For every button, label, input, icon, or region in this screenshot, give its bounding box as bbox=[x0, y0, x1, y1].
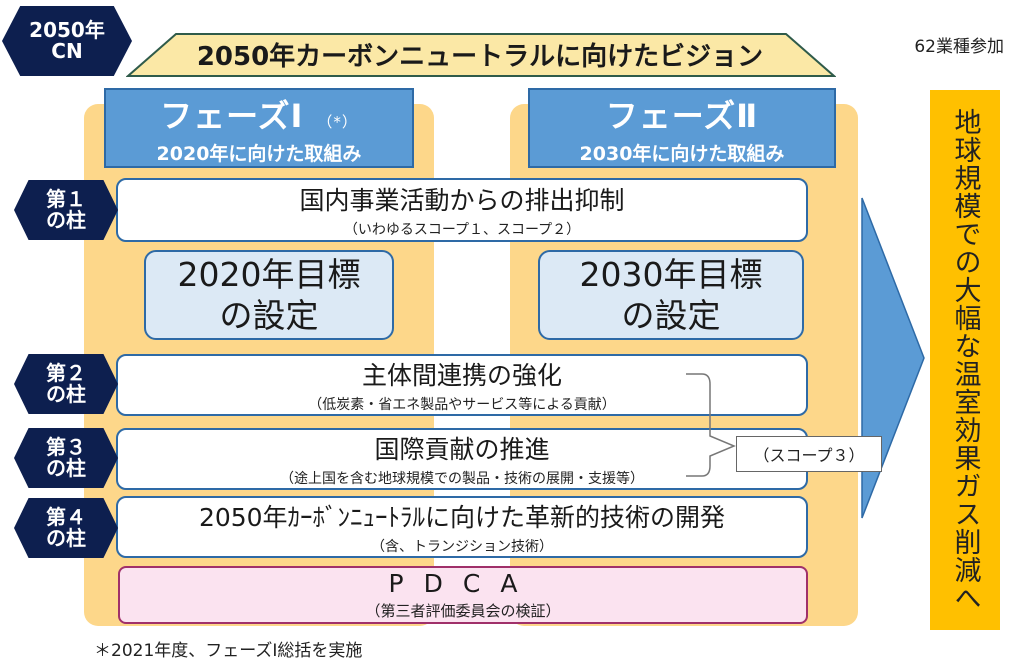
pillar2-badge: 第２ の柱 bbox=[14, 354, 118, 414]
pillar2-bar: 主体間連携の強化 （低炭素・省エネ製品やサービス等による貢献） bbox=[116, 354, 808, 416]
badge-line2: CN bbox=[51, 39, 83, 63]
phase1-subtitle: 2020年に向けた取組み bbox=[156, 142, 362, 165]
pillar4-bar: 2050年ｶｰﾎﾞﾝﾆｭｰﾄﾗﾙに向けた革新的技術の開発 （含、トランジション技… bbox=[116, 496, 808, 558]
target-2020-line2: の設定 bbox=[219, 296, 319, 335]
target-2020-line1: 2020年目標 bbox=[177, 254, 361, 294]
footnote: ＊2021年度、フェーズⅠ総括を実施 bbox=[94, 641, 363, 661]
pdca-title: PDCA bbox=[388, 569, 538, 598]
pillar1-title: 国内事業活動からの排出抑制 bbox=[299, 186, 625, 215]
scope3-label: （スコープ３） bbox=[736, 436, 882, 472]
phase2-subtitle: 2030年に向けた取組み bbox=[579, 142, 785, 165]
pillar1-bar: 国内事業活動からの排出抑制 （いわゆるスコープ１、スコープ２） bbox=[116, 178, 808, 242]
phase1-title: フェーズⅠ bbox=[160, 96, 304, 135]
pdca-sub: （第三者評価委員会の検証） bbox=[365, 602, 561, 620]
phase2-title: フェーズⅡ bbox=[605, 96, 759, 135]
pillar3-title: 国際貢献の推進 bbox=[374, 435, 550, 464]
pillar4-badge: 第４ の柱 bbox=[14, 498, 118, 558]
pillar2-title: 主体間連携の強化 bbox=[361, 361, 562, 390]
target-2030-line2: の設定 bbox=[621, 296, 721, 335]
phase1-mark: （*） bbox=[317, 112, 358, 131]
pillar3-sub: （途上国を含む地球規模での製品・技術の展開・支援等） bbox=[280, 471, 644, 487]
pillar1-badge: 第１ の柱 bbox=[14, 180, 118, 240]
pillar4-badge-line2: の柱 bbox=[46, 526, 86, 550]
badge-line1: 2050年 bbox=[29, 18, 105, 42]
roof-shape bbox=[126, 33, 836, 77]
phase2-header: フェーズⅡ 2030年に向けた取組み bbox=[528, 88, 836, 168]
pillar1-badge-line1: 第１ bbox=[46, 187, 86, 211]
pillar3-badge-line2: の柱 bbox=[46, 456, 86, 480]
pillar2-badge-line1: 第２ bbox=[46, 361, 86, 385]
participants-count: 62業種参加 bbox=[914, 37, 1004, 57]
pillar2-sub: （低炭素・省エネ製品やサービス等による貢献） bbox=[308, 397, 616, 413]
pdca-box: PDCA （第三者評価委員会の検証） bbox=[118, 566, 808, 624]
pillar3-badge-line1: 第３ bbox=[46, 435, 86, 459]
cn-2050-badge: 2050年 CN bbox=[2, 6, 132, 76]
pillar4-badge-line1: 第４ bbox=[46, 505, 86, 529]
phase1-header: フェーズⅠ （*） 2020年に向けた取組み bbox=[104, 88, 414, 168]
scope3-bracket bbox=[686, 373, 736, 477]
goal-box: 地球規模での大幅な温室効果ガス削減へ bbox=[930, 90, 1000, 630]
pillar4-sub: （含、トランジション技術） bbox=[371, 539, 553, 555]
pillar4-title: 2050年ｶｰﾎﾞﾝﾆｭｰﾄﾗﾙに向けた革新的技術の開発 bbox=[198, 503, 726, 532]
target-2030: 2030年目標 の設定 bbox=[538, 250, 804, 340]
pillar1-sub: （いわゆるスコープ１、スコープ２） bbox=[343, 222, 581, 238]
pillar1-badge-line2: の柱 bbox=[46, 208, 86, 232]
pillar2-badge-line2: の柱 bbox=[46, 382, 86, 406]
pillar3-badge: 第３ の柱 bbox=[14, 428, 118, 488]
pillar3-bar: 国際貢献の推進 （途上国を含む地球規模での製品・技術の展開・支援等） bbox=[116, 428, 808, 490]
vision-title: 2050年カーボンニュートラルに向けたビジョン bbox=[196, 41, 764, 72]
target-2030-line1: 2030年目標 bbox=[579, 254, 763, 294]
target-2020: 2020年目標 の設定 bbox=[144, 250, 394, 340]
